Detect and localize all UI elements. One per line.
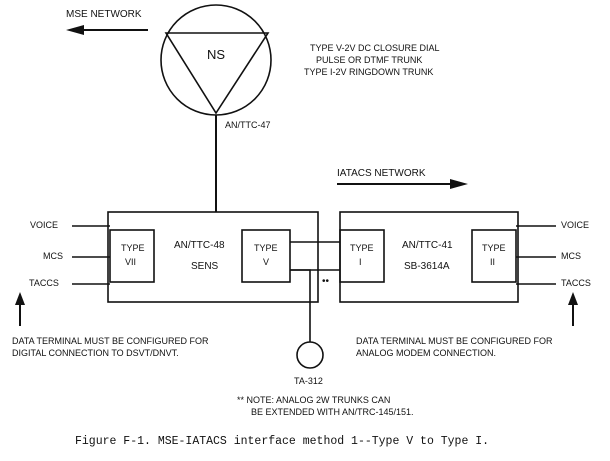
left-input-taccs: TACCS — [29, 278, 59, 288]
trunk-type-line-3: TYPE I-2V RINGDOWN TRUNK — [304, 67, 433, 77]
type-i-roman: I — [359, 257, 362, 267]
left-note-line-2: DIGITAL CONNECTION TO DSVT/DNVT. — [12, 348, 179, 358]
ta-312-label: TA-312 — [294, 376, 323, 386]
type-v-roman: V — [263, 257, 269, 267]
figure-caption: Figure F-1. MSE-IATACS interface method … — [75, 435, 489, 448]
type-vii-box — [109, 229, 155, 283]
ns-designation: AN/TTC-47 — [225, 120, 271, 130]
type-v-box — [241, 229, 291, 283]
type-ii-title: TYPE — [482, 243, 506, 253]
right-switch-subname: SB-3614A — [404, 261, 450, 272]
iatacs-network-arrow — [337, 179, 468, 189]
type-v-title: TYPE — [254, 243, 278, 253]
right-input-voice: VOICE — [561, 220, 589, 230]
ta-312-line — [290, 269, 311, 342]
footnote-line-2: BE EXTENDED WITH AN/TRC-145/151. — [251, 407, 414, 417]
type-vii-roman: VII — [125, 257, 136, 267]
iatacs-network-label: IATACS NETWORK — [337, 168, 426, 179]
right-input-taccs: TACCS — [561, 278, 591, 288]
ns-label: NS — [207, 47, 225, 62]
left-input-voice: VOICE — [30, 220, 58, 230]
left-note-line-1: DATA TERMINAL MUST BE CONFIGURED FOR — [12, 336, 209, 346]
left-switch-box — [107, 211, 319, 303]
double-star-mark: •• — [322, 276, 330, 287]
type-i-box — [339, 229, 385, 283]
type-vii-title: TYPE — [121, 243, 145, 253]
ta-312-node — [296, 341, 324, 369]
trunk-type-line-1: TYPE V-2V DC CLOSURE DIAL — [310, 43, 440, 53]
mse-network-arrow — [66, 25, 148, 35]
right-input-mcs: MCS — [561, 251, 581, 261]
type-ii-roman: II — [490, 257, 495, 267]
mse-network-label: MSE NETWORK — [66, 9, 142, 20]
right-switch-name: AN/TTC-41 — [402, 240, 453, 251]
right-note-line-1: DATA TERMINAL MUST BE CONFIGURED FOR — [356, 336, 553, 346]
trunk-type-line-2: PULSE OR DTMF TRUNK — [316, 55, 422, 65]
right-taccs-arrow — [568, 292, 578, 326]
type-i-title: TYPE — [350, 243, 374, 253]
type-ii-box — [471, 229, 517, 283]
footnote-line-1: ** NOTE: ANALOG 2W TRUNKS CAN — [237, 395, 390, 405]
left-switch-name: AN/TTC-48 — [174, 240, 225, 251]
left-switch-subname: SENS — [191, 261, 219, 272]
left-input-mcs: MCS — [43, 251, 63, 261]
left-taccs-arrow — [15, 292, 25, 326]
right-note-line-2: ANALOG MODEM CONNECTION. — [356, 348, 496, 358]
